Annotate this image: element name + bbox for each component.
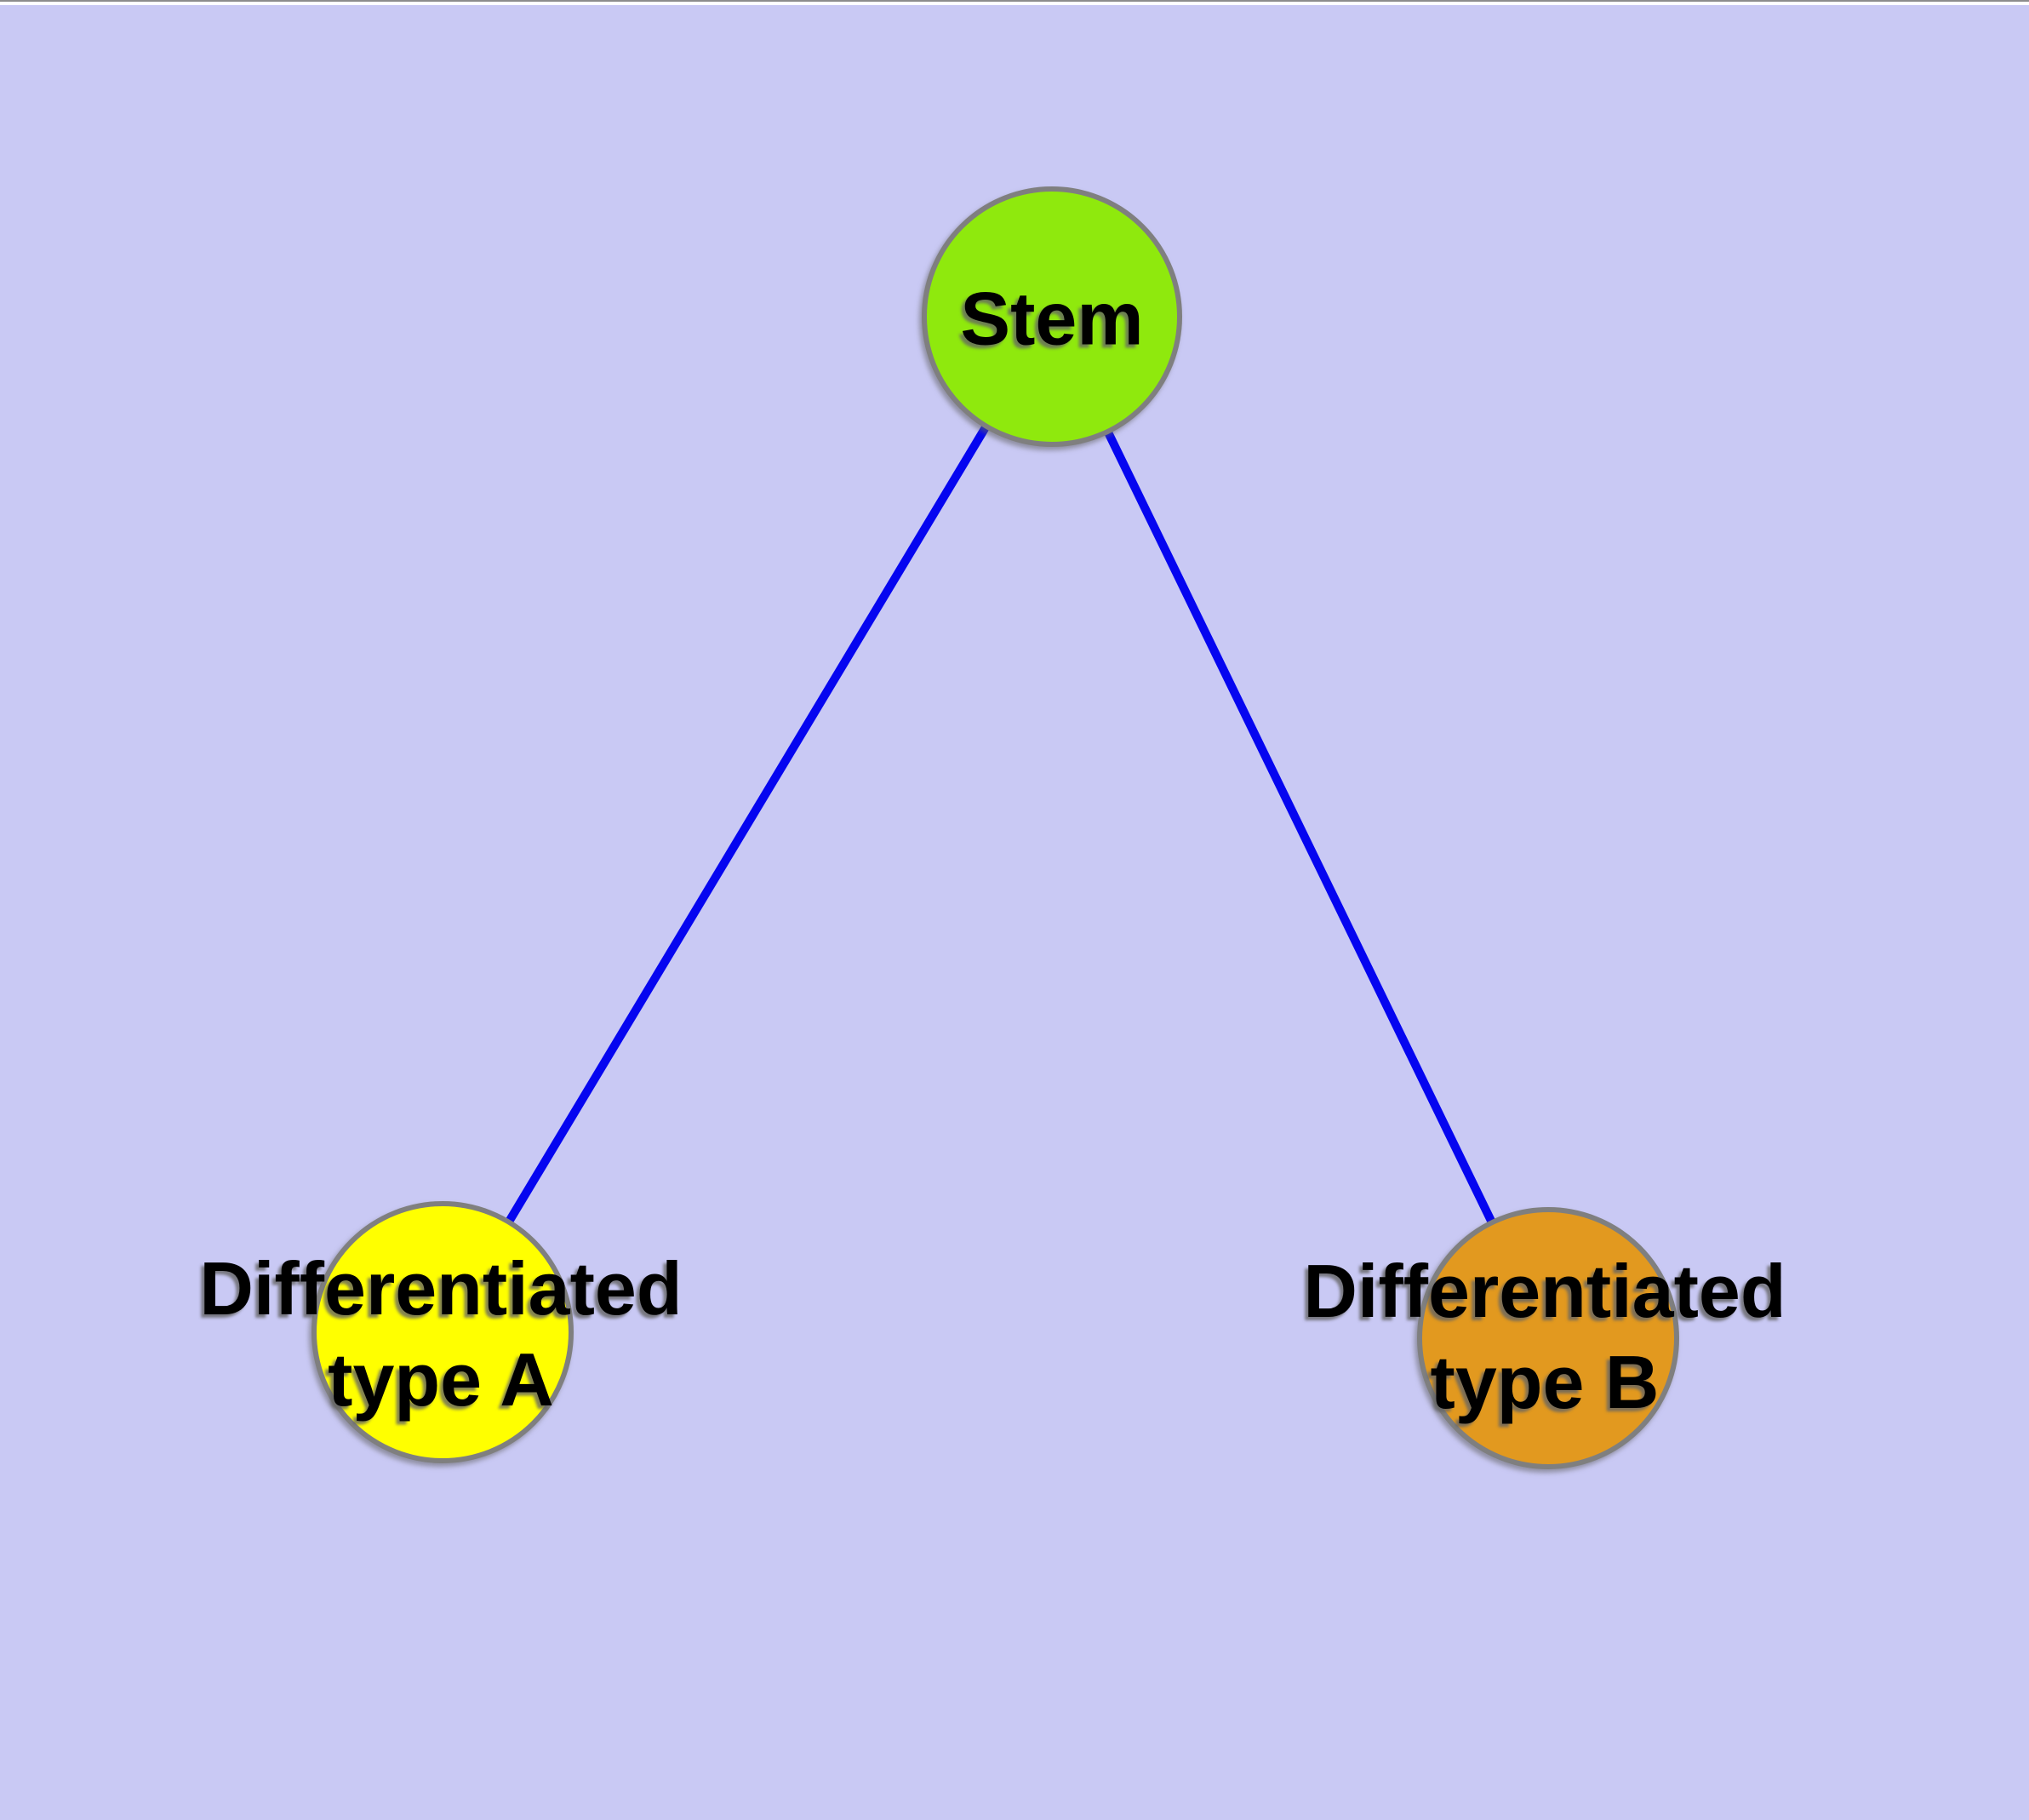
node-typeB-circle[interactable] [1417, 1207, 1679, 1469]
window-top-white-band [0, 2, 2029, 5]
edge-stem-to-typeB[interactable] [1048, 314, 1552, 1341]
edge-stem-to-typeA[interactable] [438, 314, 1056, 1335]
window-top-edge-line [0, 0, 2029, 2]
node-typeA-label[interactable]: Differentiated type A [199, 1246, 683, 1422]
node-stem-label[interactable]: Stem [960, 276, 1144, 361]
node-stem-circle[interactable] [922, 186, 1182, 447]
node-typeA-circle[interactable] [311, 1201, 574, 1463]
node-typeB-label[interactable]: Differentiated type B [1303, 1249, 1786, 1424]
